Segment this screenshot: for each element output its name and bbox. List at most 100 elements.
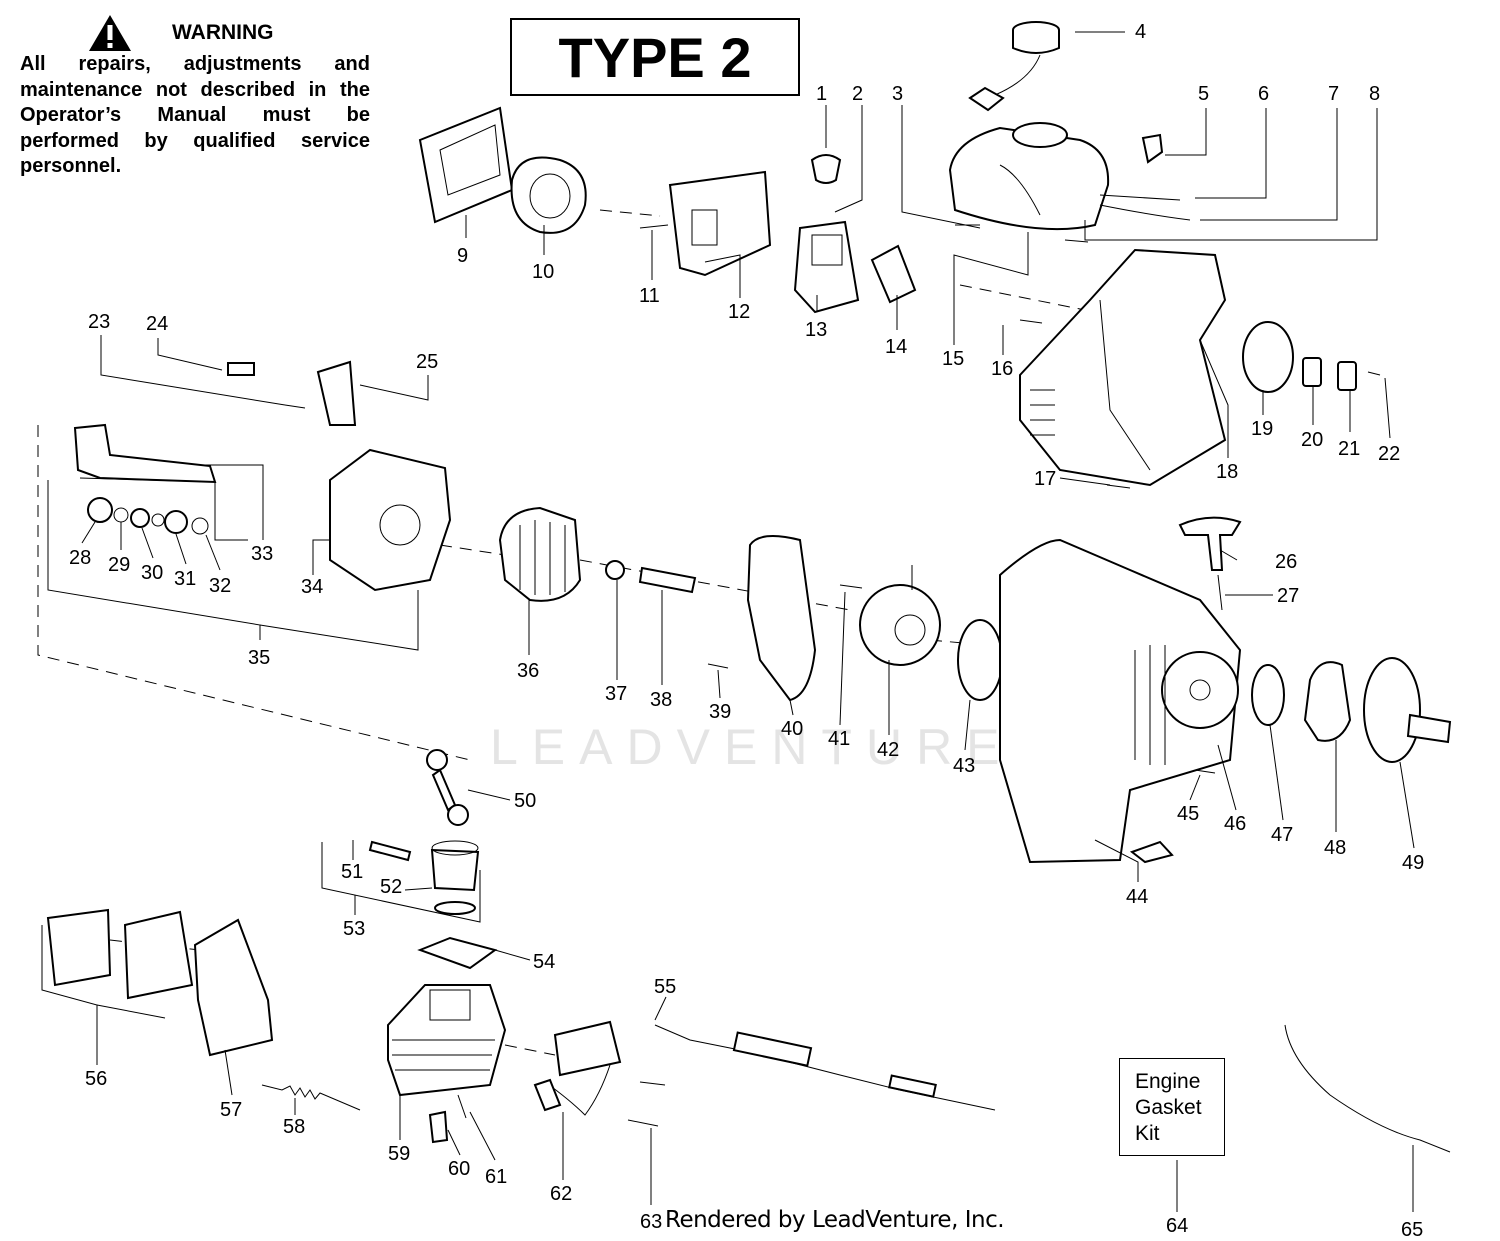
washer-part [605, 560, 625, 580]
crankshaft-part [73, 423, 217, 484]
callout-61: 61 [485, 1166, 507, 1188]
callout-7: 7 [1328, 83, 1339, 105]
callout-46: 46 [1224, 813, 1246, 835]
wrist-pin-part [368, 840, 412, 862]
callout-5: 5 [1198, 83, 1209, 105]
callout-45: 45 [1177, 803, 1199, 825]
type-label: TYPE 2 [510, 18, 800, 96]
callout-43: 43 [953, 755, 975, 777]
connecting-rod-part [426, 749, 448, 771]
callout-31: 31 [174, 568, 196, 590]
leader-lines [41, 31, 1415, 1212]
callout-65: 65 [1401, 1219, 1423, 1241]
callout-42: 42 [877, 739, 899, 761]
callout-36: 36 [517, 660, 539, 682]
callout-30: 30 [141, 562, 163, 584]
callout-24: 24 [146, 313, 168, 335]
callout-63: 63 [640, 1211, 662, 1233]
callout-60: 60 [448, 1158, 470, 1180]
kit-line-2: Gasket [1135, 1096, 1202, 1119]
piston-part [430, 848, 480, 892]
callout-37: 37 [605, 683, 627, 705]
warning-triangle-icon [89, 15, 131, 51]
pad-left-part [1302, 357, 1322, 387]
starter-handle-part [1178, 516, 1242, 571]
callout-9: 9 [457, 245, 468, 267]
starter-housing-part [999, 538, 1242, 864]
kit-line-1: Engine [1135, 1070, 1201, 1093]
callout-12: 12 [728, 301, 750, 323]
engine-housing-part [1019, 248, 1227, 487]
watermark: LEADVENTURE [490, 719, 1014, 775]
callout-39: 39 [709, 701, 731, 723]
callout-25: 25 [416, 351, 438, 373]
callout-17: 17 [1034, 468, 1056, 490]
callout-57: 57 [220, 1099, 242, 1121]
spring-plate-part [957, 619, 1003, 701]
callout-54: 54 [533, 951, 555, 973]
callout-33: 33 [251, 543, 273, 565]
callout-13: 13 [805, 319, 827, 341]
air-filter-cover-part [418, 106, 514, 224]
callout-18: 18 [1216, 461, 1238, 483]
callout-48: 48 [1324, 837, 1346, 859]
air-filter-part [510, 156, 587, 234]
callout-19: 19 [1251, 418, 1273, 440]
bracket-part [1129, 840, 1174, 864]
clutch-drum-part [1363, 657, 1421, 763]
callout-44: 44 [1126, 886, 1148, 908]
pin-part [638, 566, 697, 594]
fuel-tank-part [948, 126, 1110, 231]
callout-58: 58 [283, 1116, 305, 1138]
callout-16: 16 [991, 358, 1013, 380]
tank-grommet-part [1141, 133, 1164, 164]
callout-55: 55 [654, 976, 676, 998]
callout-23: 23 [88, 311, 110, 333]
callout-8: 8 [1369, 83, 1380, 105]
clutch-washer-part [1251, 664, 1285, 726]
warning-header: WARNING [20, 14, 370, 52]
callout-28: 28 [69, 547, 91, 569]
callout-59: 59 [388, 1143, 410, 1165]
callout-56: 56 [85, 1068, 107, 1090]
callout-64: 64 [1166, 1215, 1188, 1237]
callout-27: 27 [1277, 585, 1299, 607]
callout-21: 21 [1338, 438, 1360, 460]
callout-3: 3 [892, 83, 903, 105]
callout-40: 40 [781, 718, 803, 740]
part-drawings [46, 21, 1452, 1153]
throttle-cable-part [1284, 1024, 1451, 1153]
fan-guard-part [746, 535, 817, 702]
cylinder-gasket-part [417, 936, 498, 970]
callout-11: 11 [639, 285, 660, 307]
o-ring-part [1242, 321, 1294, 393]
callout-14: 14 [885, 336, 907, 358]
pulley-part [859, 584, 941, 666]
callout-6: 6 [1258, 83, 1269, 105]
gasket-kit-box: Engine Gasket Kit [1119, 1058, 1225, 1156]
callout-41: 41 [828, 728, 850, 750]
throttle-clip-part [227, 362, 255, 376]
piston-ring-part [434, 901, 476, 915]
filter-base-part [668, 170, 772, 277]
footer-credit: Rendered by LeadVenture, Inc. [665, 1207, 1005, 1233]
kit-line-3: Kit [1135, 1122, 1160, 1145]
primer-bulb-part [810, 154, 842, 184]
callout-38: 38 [650, 689, 672, 711]
throttle-bracket-part [316, 360, 357, 426]
clutch-part [1303, 661, 1352, 742]
callout-10: 10 [532, 261, 554, 283]
bearing-part [87, 497, 113, 523]
callout-47: 47 [1271, 824, 1293, 846]
callout-50: 50 [514, 790, 536, 812]
flywheel-part [498, 506, 582, 602]
spark-plug-part [428, 1110, 449, 1144]
callout-32: 32 [209, 575, 231, 597]
callout-22: 22 [1378, 443, 1400, 465]
muffler-part [123, 910, 194, 1000]
crankcase-part [329, 448, 452, 592]
carb-gasket-part [870, 244, 917, 304]
callout-29: 29 [108, 554, 130, 576]
